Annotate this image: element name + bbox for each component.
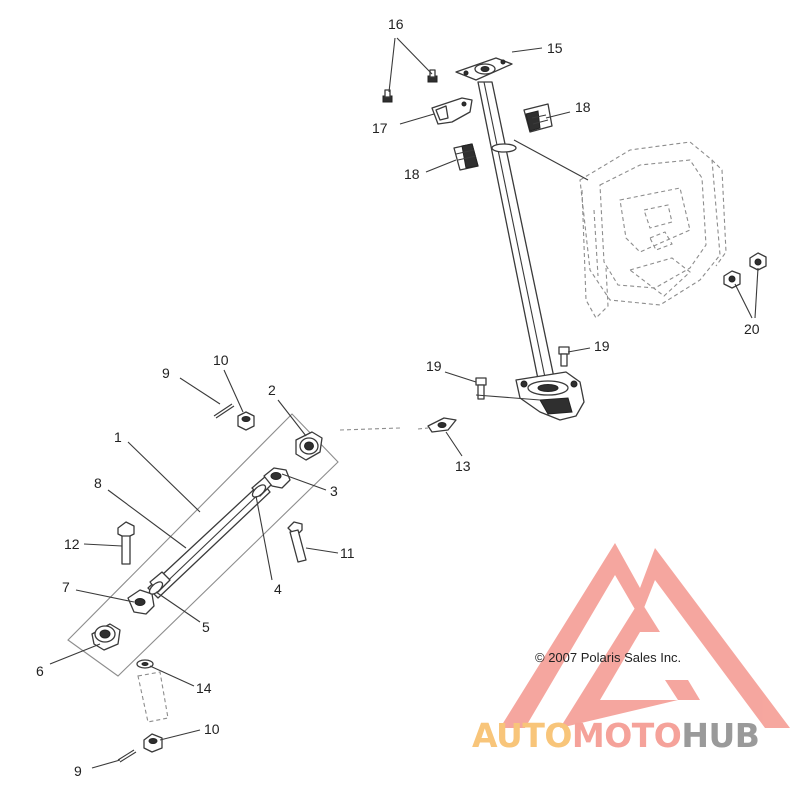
callout-2: 2	[268, 382, 276, 398]
nut-20-right	[749, 252, 767, 271]
nut-20-left	[723, 270, 741, 289]
callout-13: 13	[455, 458, 471, 474]
bolt-12	[117, 521, 135, 565]
callout-6: 6	[36, 663, 44, 679]
steering-column	[455, 57, 585, 421]
screw-16-left	[382, 89, 393, 103]
callout-15: 15	[547, 40, 563, 56]
bolt-19-right	[558, 346, 570, 367]
callout-leaders	[49, 37, 759, 769]
callout-14: 14	[196, 680, 212, 696]
watermark-hub: HUB	[681, 716, 760, 755]
callout-17: 17	[372, 120, 388, 136]
callout-19-right: 19	[594, 338, 610, 354]
clamp-18-lower	[453, 143, 479, 171]
callout-20: 20	[744, 321, 760, 337]
bracket-17	[431, 97, 473, 125]
vehicle-frame-outline	[579, 141, 727, 319]
assembly-dash-line	[339, 427, 429, 431]
bolt-11	[287, 521, 307, 563]
callout-9-upper: 9	[162, 365, 170, 381]
column-bottom-housing	[515, 371, 585, 421]
callout-18-lower: 18	[404, 166, 420, 182]
washer-14	[136, 659, 154, 669]
cotter-pin-9-lower	[117, 749, 137, 763]
castle-nut-10-lower	[143, 733, 163, 753]
callout-8: 8	[94, 475, 102, 491]
callout-3: 3	[330, 483, 338, 499]
watermark-auto: AUTO	[472, 716, 572, 755]
tie-rod-assembly-boundary	[67, 413, 339, 677]
column-top-plate	[455, 57, 513, 81]
callout-9-lower: 9	[74, 763, 82, 779]
callout-18-upper: 18	[575, 99, 591, 115]
callout-4: 4	[274, 581, 282, 597]
castle-nut-10-upper	[237, 411, 255, 431]
watermark-moto: MOTO	[571, 716, 682, 755]
watermark-logo	[500, 543, 790, 728]
callout-10-upper: 10	[213, 352, 229, 368]
callout-10-lower: 10	[204, 721, 220, 737]
copyright-text: © 2007 Polaris Sales Inc.	[535, 650, 681, 665]
tie-rod-assembly	[127, 467, 291, 615]
callout-11: 11	[340, 545, 355, 561]
clamp-18-upper	[523, 103, 553, 133]
callout-numbers: 16 15 17 18 18 20 19 19 13 9 10 2 1 3 8 …	[36, 16, 760, 779]
callout-16: 16	[388, 16, 404, 32]
callout-19-left: 19	[426, 358, 442, 374]
callout-12: 12	[64, 536, 80, 552]
cotter-pin-9-upper	[213, 403, 235, 419]
callout-7: 7	[62, 579, 70, 595]
screw-16-right	[427, 69, 438, 83]
watermark-brand-text: AUTOMOTOHUB	[472, 716, 760, 756]
callout-1: 1	[114, 429, 122, 445]
callout-5: 5	[202, 619, 210, 635]
washer-plate-13	[427, 417, 457, 433]
bushing-2	[295, 431, 323, 461]
bushing-6	[91, 623, 121, 651]
pitman-arm	[137, 671, 169, 723]
